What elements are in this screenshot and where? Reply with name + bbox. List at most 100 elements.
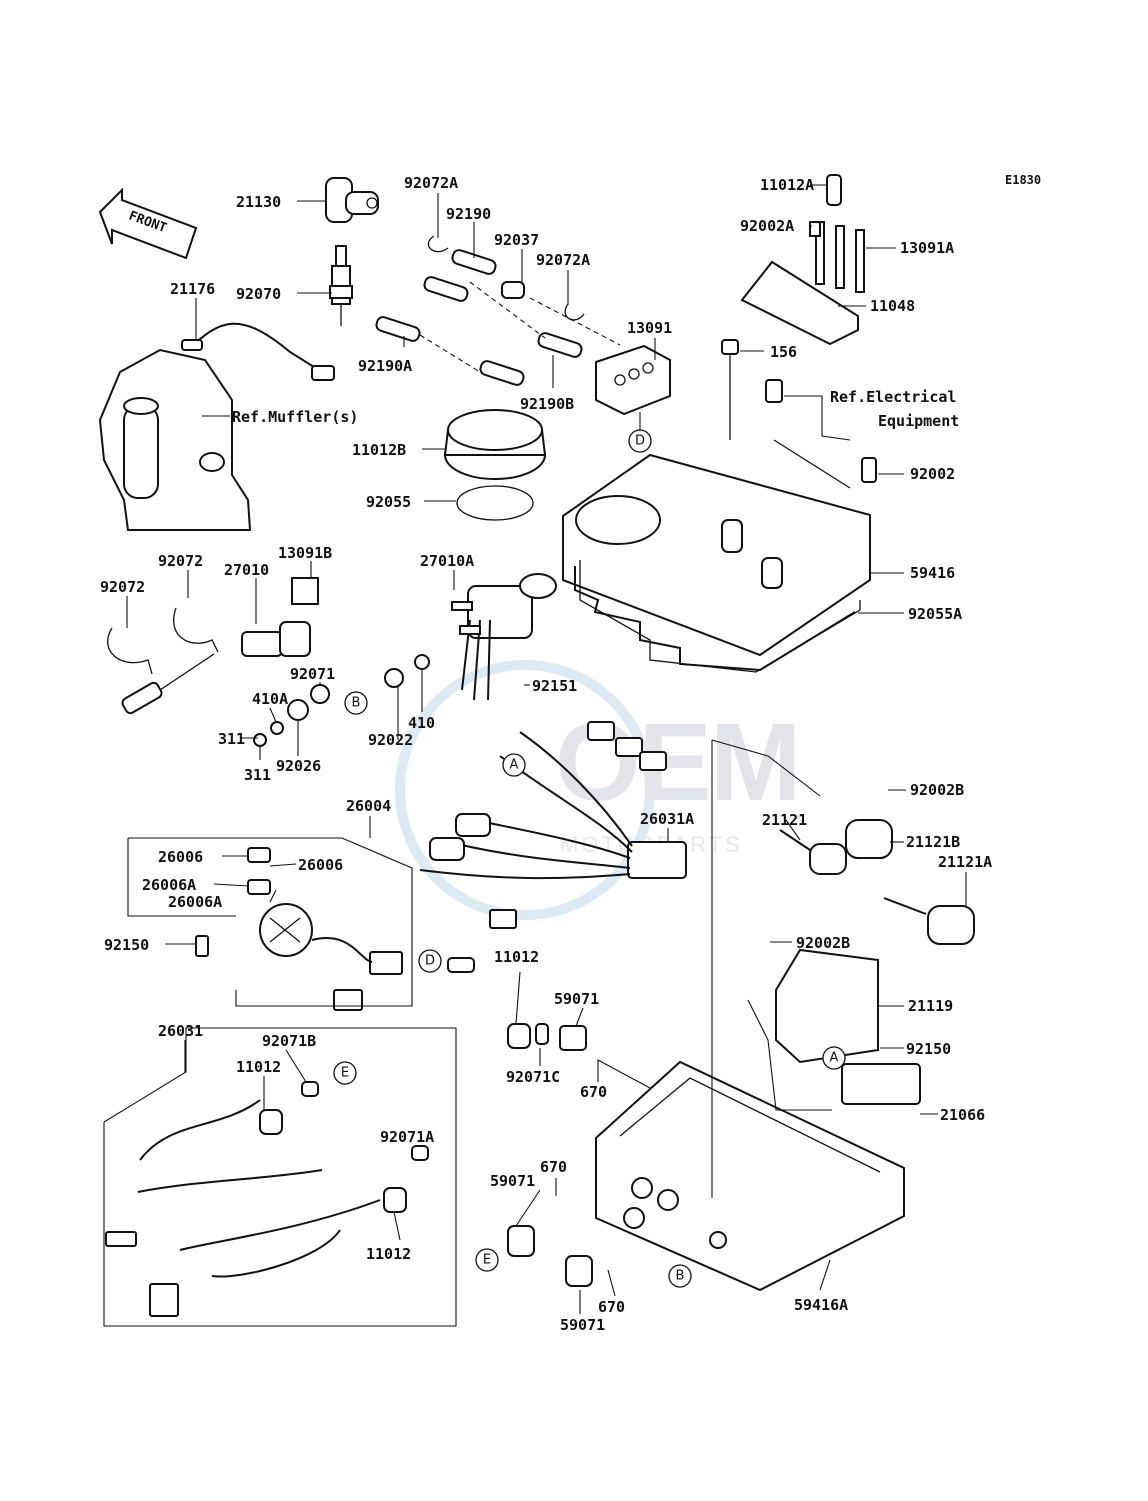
part-label: 21121B <box>906 833 960 851</box>
wiring-harness-26031A <box>419 721 687 929</box>
callout-a-2: A <box>822 1046 846 1070</box>
part-label: 92022 <box>368 731 413 749</box>
part-label: 92072A <box>404 174 458 192</box>
part-label: 92190A <box>358 357 412 375</box>
part-label: 21130 <box>236 193 281 211</box>
svg-text:B: B <box>676 1269 685 1284</box>
part-label: 92190B <box>520 395 574 413</box>
part-label: 11012 <box>494 948 539 966</box>
svg-text:B: B <box>352 696 361 711</box>
part-label: 92002B <box>910 781 964 799</box>
part-label: 11012 <box>236 1058 281 1076</box>
hoses-92190 <box>375 235 621 386</box>
part-label: 21121A <box>938 853 992 871</box>
part-label: 92071 <box>290 665 335 683</box>
part-label: 11012A <box>760 176 814 194</box>
part-label: 59071 <box>490 1172 535 1190</box>
part-label: 92190 <box>446 205 491 223</box>
part-label: 92071A <box>380 1128 434 1146</box>
part-label: 13091 <box>627 319 672 337</box>
part-label: 21066 <box>940 1106 985 1124</box>
cap-11012B <box>443 409 547 521</box>
lower-case-59416A <box>507 1060 905 1292</box>
spark-plug-cap-21130 <box>325 177 379 223</box>
svg-text:D: D <box>635 434 645 449</box>
part-label: 92055A <box>908 605 962 623</box>
part-labels: 21130 92070 21176 92072A 92190 92037 920… <box>100 174 992 1334</box>
watermark-globe <box>395 660 655 920</box>
watermark: OEM MOTORPARTS <box>395 660 802 920</box>
gasket-92055A <box>574 566 856 672</box>
part-label: 59416A <box>794 1296 848 1314</box>
part-label: 410 <box>408 714 435 732</box>
callout-e-1: E <box>333 1061 357 1085</box>
svg-text:A: A <box>510 758 519 773</box>
exhaust-manifold <box>98 322 335 531</box>
part-label: 11048 <box>870 297 915 315</box>
ignition-coils-21121 <box>779 819 975 945</box>
part-label: 92070 <box>236 285 281 303</box>
part-label: 92002A <box>740 217 794 235</box>
part-label: 92026 <box>276 757 321 775</box>
part-label: 92150 <box>906 1040 951 1058</box>
part-label: 92151 <box>532 677 577 695</box>
wiring-harness-26031 <box>105 1081 429 1317</box>
callouts: D B A D E A E B <box>333 429 846 1288</box>
part-label: 59071 <box>560 1316 605 1334</box>
part-label: 156 <box>770 343 797 361</box>
starter-unit-26004 <box>195 847 403 1011</box>
part-label: 311 <box>218 730 245 748</box>
ref-electrical-line2: Equipment <box>878 412 959 430</box>
part-label: 92072 <box>158 552 203 570</box>
svg-text:E: E <box>341 1066 349 1081</box>
callout-d-1: D <box>628 429 652 453</box>
callout-e-2: E <box>475 1248 499 1272</box>
bracket-11048 <box>740 174 865 346</box>
solenoid-27010A <box>384 573 557 701</box>
callout-a-1: A <box>502 753 526 777</box>
connector-11012 <box>447 957 587 1051</box>
part-label: 13091A <box>900 239 954 257</box>
part-label: 92037 <box>494 231 539 249</box>
ref-muffler: Ref.Muffler(s) <box>232 408 358 426</box>
group-frames <box>103 739 832 1327</box>
connector-block-13091 <box>595 344 671 416</box>
part-label: 92071C <box>506 1068 560 1086</box>
watermark-logo: OEM <box>555 701 800 824</box>
starter-relay-27010 <box>107 577 319 715</box>
part-label: 59416 <box>910 564 955 582</box>
leader-lines <box>126 184 967 1314</box>
part-label: 670 <box>540 1158 567 1176</box>
part-label: 11012 <box>366 1245 411 1263</box>
part-label: 27010 <box>224 561 269 579</box>
part-label: 92072A <box>536 251 590 269</box>
ref-electrical-line1: Ref.Electrical <box>830 388 956 406</box>
part-label: 92150 <box>104 936 149 954</box>
part-label: 670 <box>598 1298 625 1316</box>
part-label: 59071 <box>554 990 599 1008</box>
part-label: 92071B <box>262 1032 316 1050</box>
hardware-92026 <box>253 684 330 747</box>
diagram-code: E1830 <box>1005 173 1041 187</box>
part-label: 27010A <box>420 552 474 570</box>
callout-b-1: B <box>344 691 368 715</box>
part-label: 26006A <box>168 893 222 911</box>
svg-text:A: A <box>830 1051 839 1066</box>
cover-59416 <box>562 339 877 673</box>
cdi-unit-21119 <box>775 948 921 1105</box>
part-label: 92072 <box>100 578 145 596</box>
part-label: 21176 <box>170 280 215 298</box>
front-arrow: FRONT <box>98 187 198 260</box>
svg-text:E: E <box>483 1253 491 1268</box>
part-label: 670 <box>580 1083 607 1101</box>
part-label: 26031 <box>158 1022 203 1040</box>
part-label: 26006 <box>298 856 343 874</box>
part-label: 92002 <box>910 465 955 483</box>
part-label: 13091B <box>278 544 332 562</box>
part-label: 21121 <box>762 811 807 829</box>
part-label: 11012B <box>352 441 406 459</box>
callout-b-2: B <box>668 1264 692 1288</box>
callout-d-2: D <box>418 949 442 973</box>
part-label: 92002B <box>796 934 850 952</box>
